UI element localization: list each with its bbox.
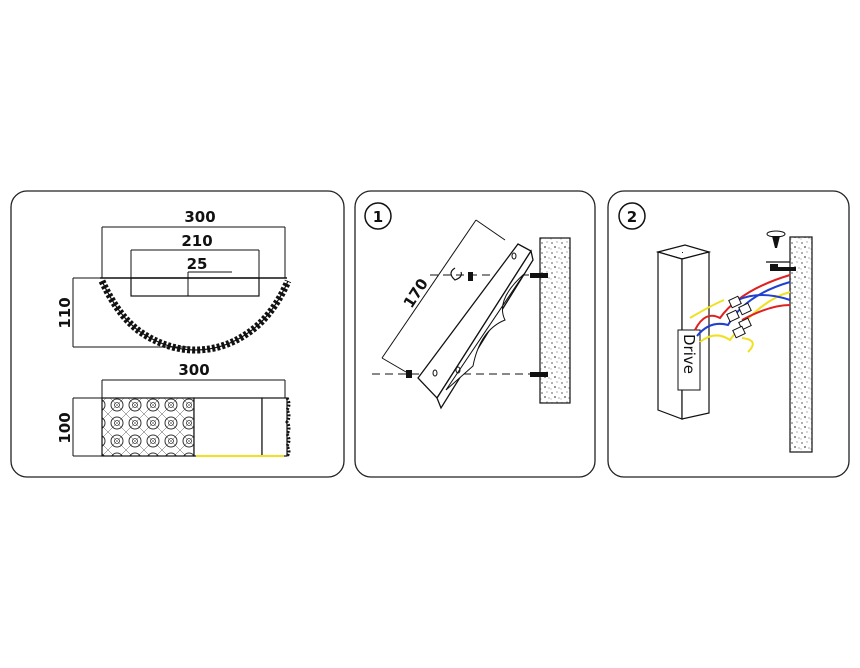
panel-step-2: 2 Drive [607,190,850,478]
dim-110: 110 [56,297,74,328]
wiring [689,274,791,353]
front-plate [193,397,263,457]
dim-25: 25 [187,255,208,273]
step-number-badge [364,202,392,230]
mounting-bracket [417,243,534,410]
step-1-number: 1 [373,208,383,226]
step-number-badge [618,202,646,230]
lace-pattern-panel [101,397,195,457]
wall-plate [130,277,260,297]
terminal-connector-icon [726,295,752,339]
dim-210: 210 [181,232,212,250]
driver-label: Drive [680,334,698,374]
front-view: 300 100 [56,361,291,458]
wall-section [539,237,571,404]
panel-frame [607,190,850,478]
dim-300-top: 300 [184,208,215,226]
driver-label-box [677,329,701,391]
top-view: 300 210 25 110 [56,208,292,354]
screw-icon [406,370,412,378]
wall-section [789,236,813,453]
dim-100: 100 [56,412,74,443]
dim-300-front: 300 [178,361,209,379]
panel-dimensions: 300 210 25 110 [10,190,345,478]
driver-box: Drive [655,244,712,420]
screw-icon [766,230,786,248]
wall-screw-bottom [530,372,548,377]
panel-step-1: 1 170 [354,190,596,478]
screw-icon [450,267,473,281]
step-2-number: 2 [627,208,637,226]
